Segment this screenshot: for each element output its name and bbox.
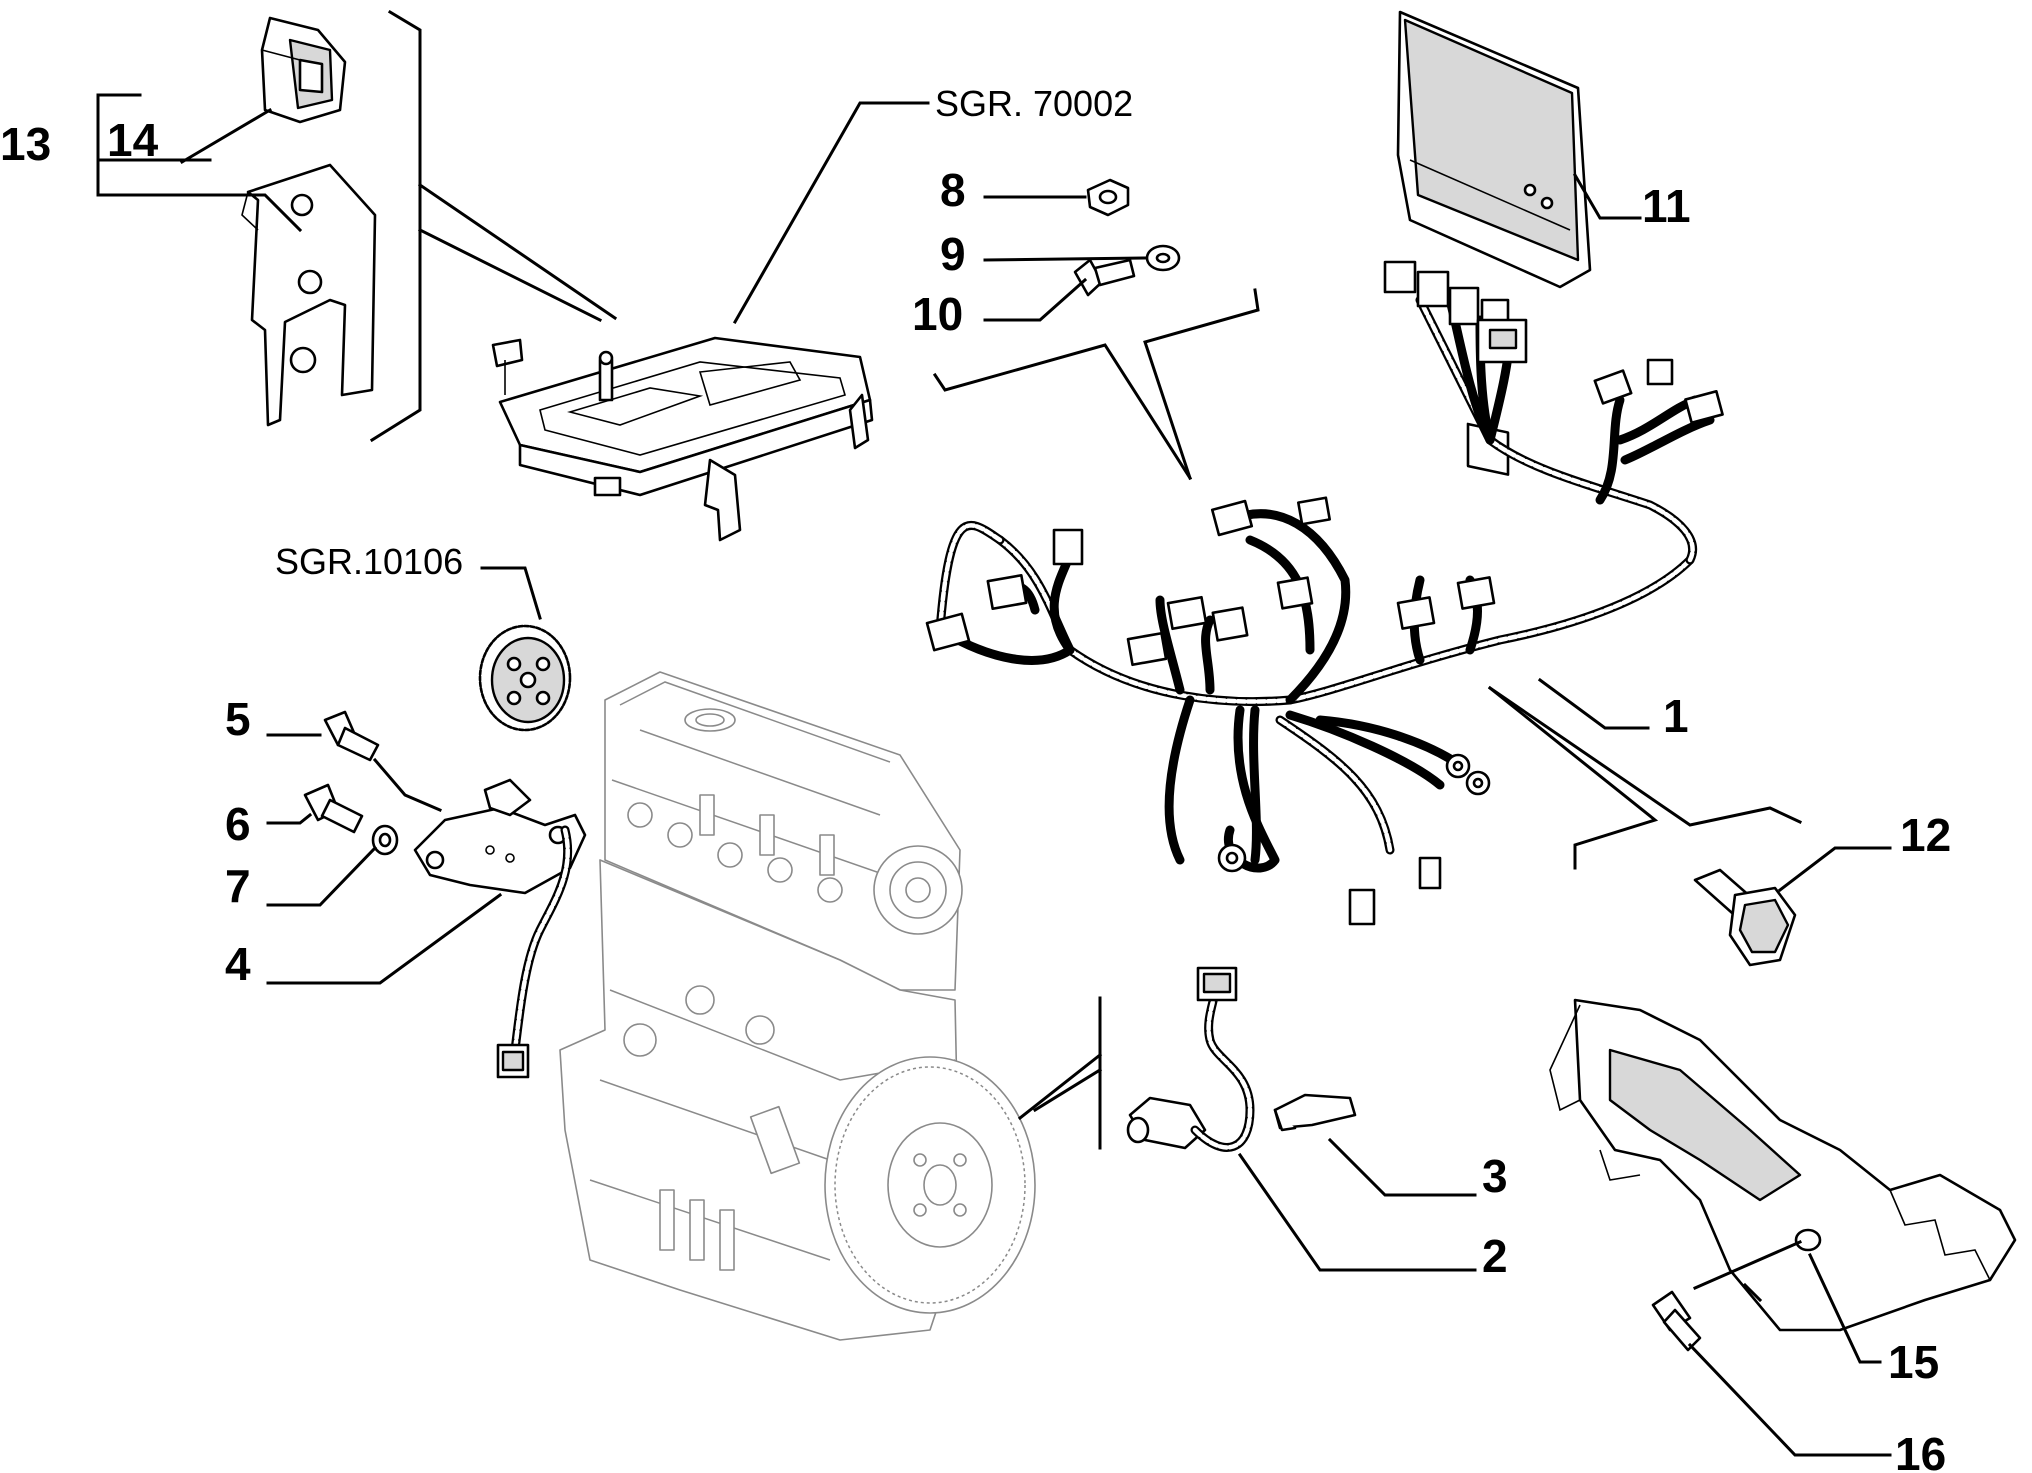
nut-8-part xyxy=(1086,178,1130,217)
callout-9: 9 xyxy=(940,228,966,280)
engine-tray-frame xyxy=(491,336,874,542)
pulley-gear xyxy=(478,624,572,732)
callout-8: 8 xyxy=(940,164,966,216)
callout-10: 10 xyxy=(912,288,963,340)
cover-15-part xyxy=(1549,998,2017,1332)
callout-1: 1 xyxy=(1663,690,1689,742)
callout-13: 13 xyxy=(0,118,51,170)
reference-sgr-10106: SGR.10106 xyxy=(275,541,463,582)
bracket-part xyxy=(241,163,377,427)
leader-lines xyxy=(96,9,1892,1457)
washer-7-part xyxy=(371,824,399,856)
callout-11: 11 xyxy=(1642,180,1691,232)
callout-14: 14 xyxy=(107,114,159,166)
ecu-11-part xyxy=(1396,10,1592,476)
wiring-harness-1-part xyxy=(925,260,1724,926)
callout-5: 5 xyxy=(225,693,251,745)
bolt-5-part xyxy=(323,710,380,762)
bolt-3-part xyxy=(1273,1093,1357,1132)
engine-block xyxy=(559,671,1036,1341)
callout-16: 16 xyxy=(1895,1428,1946,1473)
bolt-6-part xyxy=(303,783,364,834)
reference-sgr-70002: SGR. 70002 xyxy=(935,83,1133,124)
bolt-10-part xyxy=(1073,258,1136,297)
callout-6: 6 xyxy=(225,798,251,850)
callout-2: 2 xyxy=(1482,1230,1508,1282)
sensor-12-part xyxy=(1693,868,1797,967)
callout-15: 15 xyxy=(1888,1336,1939,1388)
callout-4: 4 xyxy=(225,938,251,990)
sensor-4-part xyxy=(413,778,587,1079)
rubber-mount-part xyxy=(260,16,347,124)
callout-3: 3 xyxy=(1482,1150,1508,1202)
callout-7: 7 xyxy=(225,860,251,912)
callout-12: 12 xyxy=(1900,809,1951,861)
bolt-16-part xyxy=(1651,1290,1702,1352)
crank-sensor-2-part xyxy=(1126,966,1255,1152)
washer-9-part xyxy=(1145,244,1181,272)
callout-labels: 13 14 SGR. 70002 8 9 10 11 SGR.10106 1 5… xyxy=(0,83,1951,1473)
